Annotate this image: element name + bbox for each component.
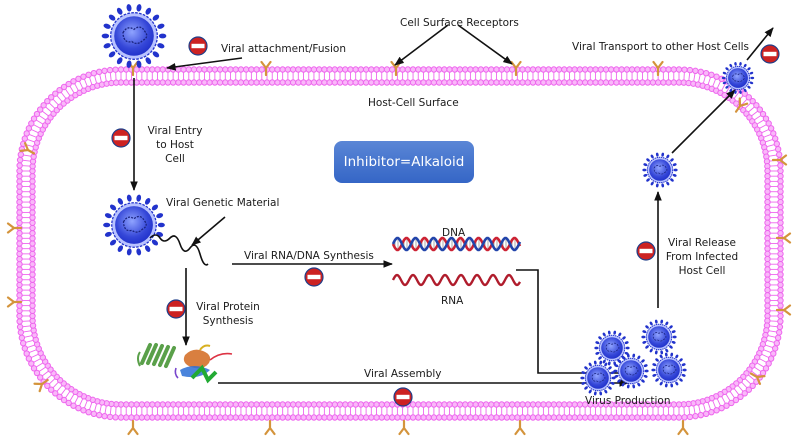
label-release-line2: From Infected bbox=[665, 251, 739, 263]
no-entry-icon bbox=[636, 241, 656, 261]
virus-icon bbox=[651, 352, 687, 388]
label-viral-attachment: Viral attachment/Fusion bbox=[221, 43, 346, 55]
virus-icon bbox=[721, 62, 755, 94]
label-viral-protein-synthesis: Viral Protein Synthesis bbox=[188, 300, 268, 328]
label-viral-entry-line2: to Host bbox=[156, 139, 194, 151]
receptor-icon bbox=[677, 420, 689, 436]
label-dna: DNA bbox=[442, 227, 466, 239]
virus-icon bbox=[642, 152, 678, 188]
no-entry-icon bbox=[304, 267, 324, 287]
virus-icon bbox=[103, 194, 165, 256]
label-viral-entry-line1: Viral Entry bbox=[147, 125, 203, 137]
label-rna: RNA bbox=[441, 295, 464, 307]
arrow-viral-transport bbox=[746, 27, 774, 61]
label-viral-entry: Viral Entry to Host Cell bbox=[140, 124, 210, 166]
no-entry-icon bbox=[760, 44, 780, 64]
inhibitor-icons bbox=[111, 36, 780, 407]
inhibitor-label: Inhibitor=Alkaloid bbox=[343, 154, 465, 170]
virus-icon bbox=[101, 4, 167, 68]
inhibitor-box: Inhibitor=Alkaloid bbox=[334, 141, 474, 183]
arrow-release-to-exit bbox=[671, 89, 736, 154]
label-host-cell-surface: Host-Cell Surface bbox=[368, 97, 459, 109]
label-release-line3: Host Cell bbox=[678, 265, 726, 277]
viruses bbox=[101, 4, 755, 396]
no-entry-icon bbox=[393, 387, 413, 407]
host-cell-membrane bbox=[16, 66, 784, 421]
no-entry-icon bbox=[166, 299, 186, 319]
label-release-line1: Viral Release bbox=[668, 237, 736, 249]
label-viral-genetic-material: Viral Genetic Material bbox=[166, 197, 280, 209]
arrow-receptor-2 bbox=[457, 24, 513, 65]
label-rna-dna-synthesis: Viral RNA/DNA Synthesis bbox=[244, 250, 374, 262]
arrow-attachment bbox=[166, 57, 243, 71]
dna-helix-icon bbox=[391, 236, 522, 252]
arrow-genetic-material bbox=[191, 216, 226, 246]
receptor-icon bbox=[127, 420, 139, 436]
label-viral-assembly: Viral Assembly bbox=[364, 368, 442, 380]
virus-icon bbox=[613, 353, 649, 389]
label-virus-production: Virus Production bbox=[585, 395, 671, 407]
arrow-receptor-1 bbox=[394, 24, 449, 66]
label-viral-release: Viral Release From Infected Host Cell bbox=[662, 236, 742, 278]
protein-structure-icon bbox=[137, 343, 233, 384]
label-viral-entry-line3: Cell bbox=[165, 153, 185, 165]
viral-genetic-strand bbox=[149, 234, 209, 266]
label-protein-line1: Viral Protein bbox=[196, 301, 260, 313]
label-cell-surface-receptors: Cell Surface Receptors bbox=[400, 17, 519, 29]
receptor-icon bbox=[514, 420, 526, 436]
no-entry-icon bbox=[111, 128, 131, 148]
rna-strand-icon bbox=[391, 273, 522, 287]
label-protein-line2: Synthesis bbox=[202, 315, 254, 327]
receptor-icon bbox=[398, 420, 410, 436]
label-viral-transport: Viral Transport to other Host Cells bbox=[572, 41, 750, 53]
virus-icon bbox=[580, 360, 616, 396]
receptor-icon bbox=[264, 420, 276, 436]
virus-icon bbox=[641, 319, 677, 355]
no-entry-icon bbox=[188, 36, 208, 56]
